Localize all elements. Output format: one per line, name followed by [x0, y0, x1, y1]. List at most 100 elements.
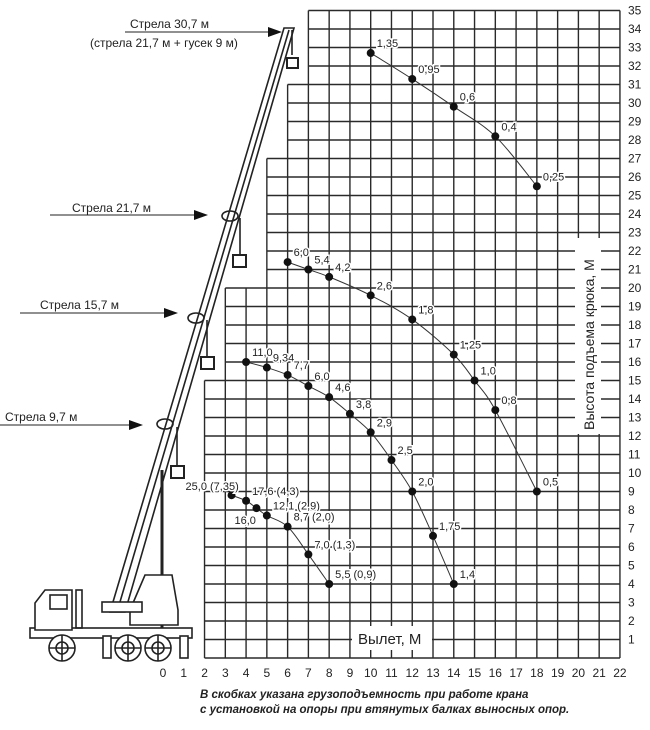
outrigger: [179, 635, 189, 659]
truck-cab: [34, 589, 73, 631]
x-tick-label: 14: [447, 666, 461, 680]
y-tick-label: 3: [628, 596, 635, 610]
x-axis-title: Вылет, М: [358, 631, 421, 648]
y-tick-label: 33: [628, 41, 642, 55]
y-tick-label: 20: [628, 281, 642, 295]
footnote-line-2: с установкой на опоры при втянутых балка…: [200, 704, 570, 716]
y-tick-label: 27: [628, 152, 642, 166]
data-point: [491, 406, 500, 415]
data-label: 1,35: [377, 38, 398, 50]
y-tick-label: 29: [628, 115, 642, 129]
data-label: 9,34: [273, 353, 294, 365]
y-tick-label: 19: [628, 300, 642, 314]
chart-grid: [203, 9, 621, 659]
data-point: [532, 487, 541, 496]
data-point: [408, 74, 417, 83]
y-axis-title: Высота подъема крюка, М: [581, 259, 597, 430]
data-label: 2,9: [377, 417, 392, 429]
x-tick-label: 10: [364, 666, 378, 680]
x-axis-title-bg: [352, 626, 432, 650]
boom-label: Стрела 9,7 м: [5, 410, 77, 424]
x-tick-label: 4: [243, 666, 250, 680]
x-tick-label: 2: [201, 666, 208, 680]
crane-truck-illustration: [29, 27, 299, 662]
x-tick-label: 13: [426, 666, 440, 680]
x-tick-label: 5: [264, 666, 271, 680]
wheel-icon: [48, 634, 76, 662]
data-label: 12,1 (2,9): [273, 501, 320, 513]
x-tick-label: 3: [222, 666, 229, 680]
x-tick-label: 12: [406, 666, 420, 680]
data-label: 17,6 (4,3): [252, 486, 299, 498]
data-point: [366, 49, 375, 58]
x-tick-label: 1: [180, 666, 187, 680]
footnote-line-1: В скобках указана грузоподъемность при р…: [200, 689, 529, 701]
y-tick-label: 13: [628, 411, 642, 425]
y-tick-label: 22: [628, 244, 642, 258]
y-tick-label: 2: [628, 614, 635, 628]
boom-base: [101, 601, 143, 613]
y-tick-label: 15: [628, 374, 642, 388]
y-tick-label: 31: [628, 78, 642, 92]
data-label: 1,0: [481, 366, 496, 378]
data-label: 0,25: [543, 171, 564, 183]
footnote: В скобках указана грузоподъемность при р…: [200, 688, 569, 718]
data-label: 0,6: [460, 92, 475, 104]
x-tick-label: 9: [347, 666, 354, 680]
data-point: [345, 409, 354, 418]
data-label: 16,0: [234, 515, 255, 527]
data-point: [387, 456, 396, 465]
data-label: 1,75: [439, 521, 460, 533]
x-tick-label: 0: [160, 666, 167, 680]
x-tick-label: 19: [551, 666, 565, 680]
y-tick-label: 30: [628, 96, 642, 110]
arrow-icon: [164, 308, 178, 318]
data-label: 1,25: [460, 340, 481, 352]
data-label: 4,6: [335, 382, 350, 394]
y-tick-label: 34: [628, 22, 642, 36]
y-tick-label: 26: [628, 170, 642, 184]
data-label: 5,4: [314, 255, 329, 267]
y-tick-label: 10: [628, 466, 642, 480]
y-tick-label: 16: [628, 355, 642, 369]
data-label: 0,95: [418, 64, 439, 76]
x-tick-label: 17: [509, 666, 523, 680]
y-tick-label: 7: [628, 522, 635, 536]
data-label: 7,7: [294, 360, 309, 372]
boom-label-note: (стрела 21,7 м + гусек 9 м): [90, 36, 238, 50]
y-tick-label: 24: [628, 207, 642, 221]
data-point: [252, 504, 261, 513]
data-point: [227, 491, 236, 500]
data-label: 11,0: [252, 347, 273, 359]
y-tick-label: 5: [628, 559, 635, 573]
data-label: 2,5: [397, 445, 412, 457]
data-point: [304, 265, 313, 274]
y-tick-label: 8: [628, 503, 635, 517]
data-label: 0,4: [501, 121, 516, 133]
hook-icon: [156, 418, 185, 479]
x-tick-label: 6: [284, 666, 291, 680]
x-tick-label: 8: [326, 666, 333, 680]
data-point: [470, 376, 479, 385]
data-point: [408, 487, 417, 496]
data-point: [532, 182, 541, 191]
data-point: [304, 382, 313, 391]
y-tick-label: 14: [628, 392, 642, 406]
arrow-icon: [129, 420, 143, 430]
y-tick-label: 11: [628, 448, 641, 462]
x-tick-label: 16: [489, 666, 503, 680]
data-point: [242, 496, 251, 505]
data-label: 25,0 (7,35): [186, 481, 239, 493]
y-tick-label: 12: [628, 429, 642, 443]
data-point: [325, 393, 334, 402]
hook-icon: [187, 312, 215, 370]
data-point: [262, 511, 271, 520]
data-point: [262, 363, 271, 372]
data-point: [408, 315, 417, 324]
data-point: [283, 258, 292, 267]
data-point: [304, 550, 313, 559]
data-point: [325, 272, 334, 281]
